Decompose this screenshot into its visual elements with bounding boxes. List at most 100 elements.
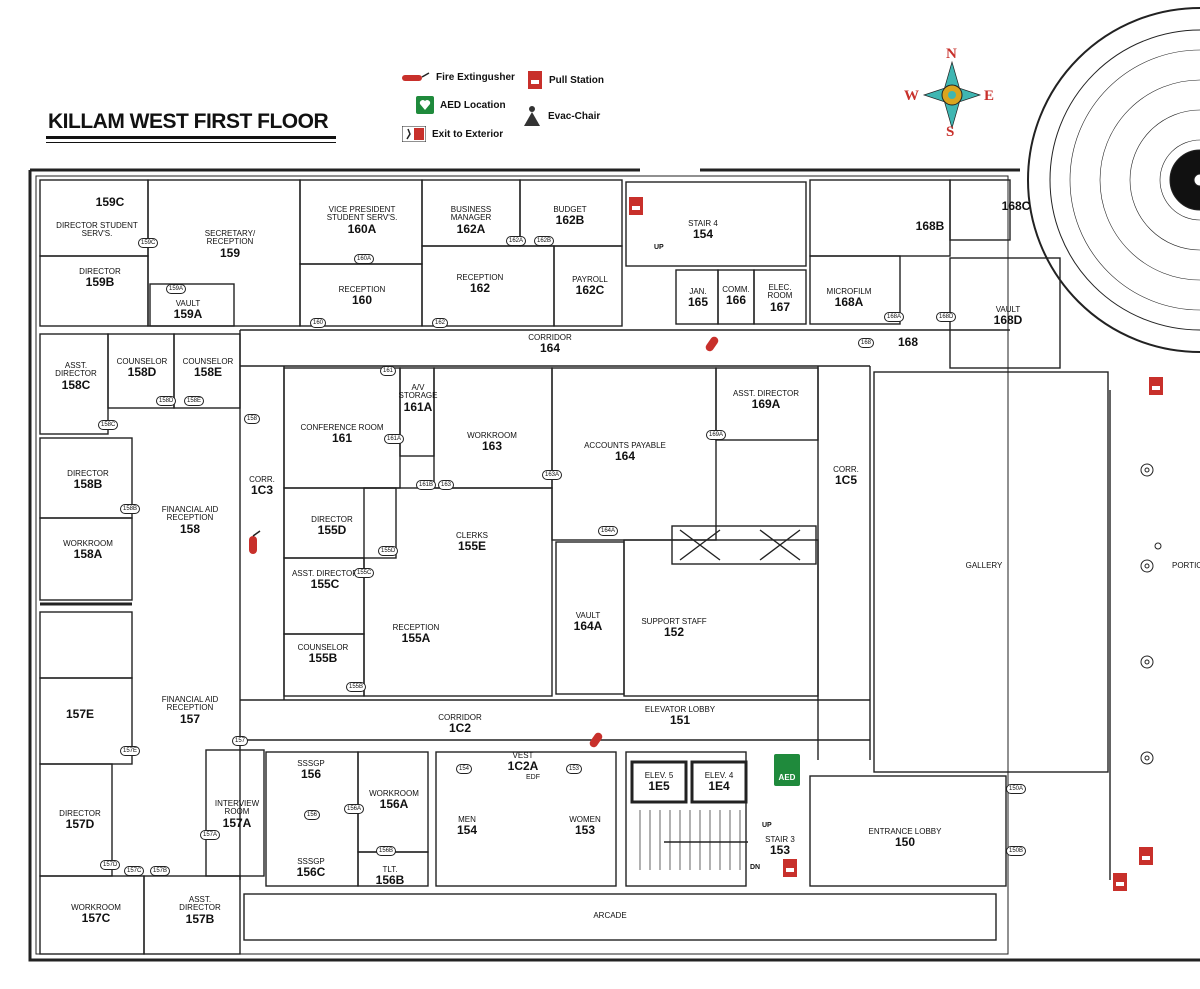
room-number: 1E5 <box>648 779 670 794</box>
legend-aed: AED Location <box>416 96 506 114</box>
legend-fire-extinguisher-label: Fire Extingusher <box>436 71 515 83</box>
room-number: 164 <box>614 449 636 464</box>
room-number: 153 <box>574 823 596 838</box>
plan-title: KILLAM WEST FIRST FLOOR <box>48 110 329 133</box>
room-number: 168A <box>834 295 864 310</box>
room-number: 157E <box>65 707 95 721</box>
room-number: 169A <box>751 397 781 412</box>
room-name: BUDGET <box>553 205 587 214</box>
room-number: 157C <box>81 911 111 926</box>
room-number: 160A <box>347 221 377 236</box>
legend-pull-station: Pull Station <box>527 70 604 90</box>
pull-station-icon <box>1149 377 1163 395</box>
room-168b: 168B <box>900 220 960 233</box>
room-name: MICROFILM <box>826 287 872 296</box>
door-tag: 158 <box>244 414 261 424</box>
room-number: 164 <box>539 341 561 356</box>
room-number: 1E4 <box>708 779 730 794</box>
room-number: 158E <box>193 365 223 380</box>
room-corr-c3: CORR.1C3 <box>244 475 280 497</box>
room-number: 154 <box>456 823 478 838</box>
room-number: 158B <box>73 477 103 492</box>
room-number: 162B <box>555 213 585 228</box>
door-tag: 161B <box>416 480 437 490</box>
room-number: 157 <box>179 711 201 726</box>
title-underline <box>46 136 336 139</box>
room-number: 155D <box>317 523 347 538</box>
room-arcade: ARCADE <box>580 911 640 920</box>
compass-n: N <box>946 46 957 62</box>
pull-station-icon <box>1139 847 1153 865</box>
room-number: 152 <box>663 625 685 640</box>
room-name: CLERKS <box>455 531 488 540</box>
pull-station-icon <box>629 197 643 215</box>
door-tag: 157C <box>124 866 145 876</box>
room-name: ARCADE <box>593 911 627 920</box>
room-corr-c5: CORR.1C5 <box>826 465 866 487</box>
door-tag: 156B <box>376 846 397 856</box>
door-tag: 160A <box>354 254 375 264</box>
room-name: DIRECTOR <box>311 515 353 524</box>
room-name: RECEPTION <box>456 273 504 282</box>
door-tag: 155B <box>346 682 367 692</box>
room-name: A/V STORAGE <box>398 383 438 401</box>
door-tag: 157E <box>120 746 141 756</box>
room-number: 158C <box>61 377 91 392</box>
room-number: 161A <box>403 399 433 414</box>
room-number: 155B <box>308 651 338 666</box>
room-name: COUNSELOR <box>116 357 168 366</box>
room-name: VAULT <box>575 611 601 620</box>
room-number: 150 <box>894 835 916 850</box>
room-name: SSSGP <box>297 759 325 768</box>
door-tag: 154 <box>456 764 473 774</box>
room-number: 155A <box>401 631 431 646</box>
door-tag: 153 <box>566 764 583 774</box>
room-name: ASST. DIRECTOR <box>291 569 359 578</box>
room-name: STAIR 4 <box>688 219 718 228</box>
room-name: PAYROLL <box>572 275 608 284</box>
door-tag: 168A <box>884 312 905 322</box>
fire-extinguisher-icon <box>589 732 603 748</box>
room-portico: PORTIC <box>1172 561 1200 570</box>
door-tag: 163 <box>438 480 455 490</box>
door-tag: 157B <box>150 866 171 876</box>
room-166: COMM.166 <box>719 285 753 307</box>
title-underline-thin <box>46 142 336 143</box>
room-name: MEN <box>458 815 476 824</box>
room-number: 157B <box>185 911 215 926</box>
room-number: 156B <box>375 873 405 888</box>
room-number: 154 <box>692 227 714 242</box>
room-name: ASST. DIRECTOR <box>179 895 221 913</box>
door-tag: 159A <box>166 284 187 294</box>
room-number: 162 <box>469 281 491 296</box>
room-name: DIRECTOR <box>79 267 121 276</box>
room-number: 159 <box>219 245 241 260</box>
legend-exit: Exit to Exterior <box>402 126 503 142</box>
room-name: VICE PRESIDENT STUDENT SERV'S. <box>326 205 398 223</box>
door-tag: 158E <box>184 396 205 406</box>
